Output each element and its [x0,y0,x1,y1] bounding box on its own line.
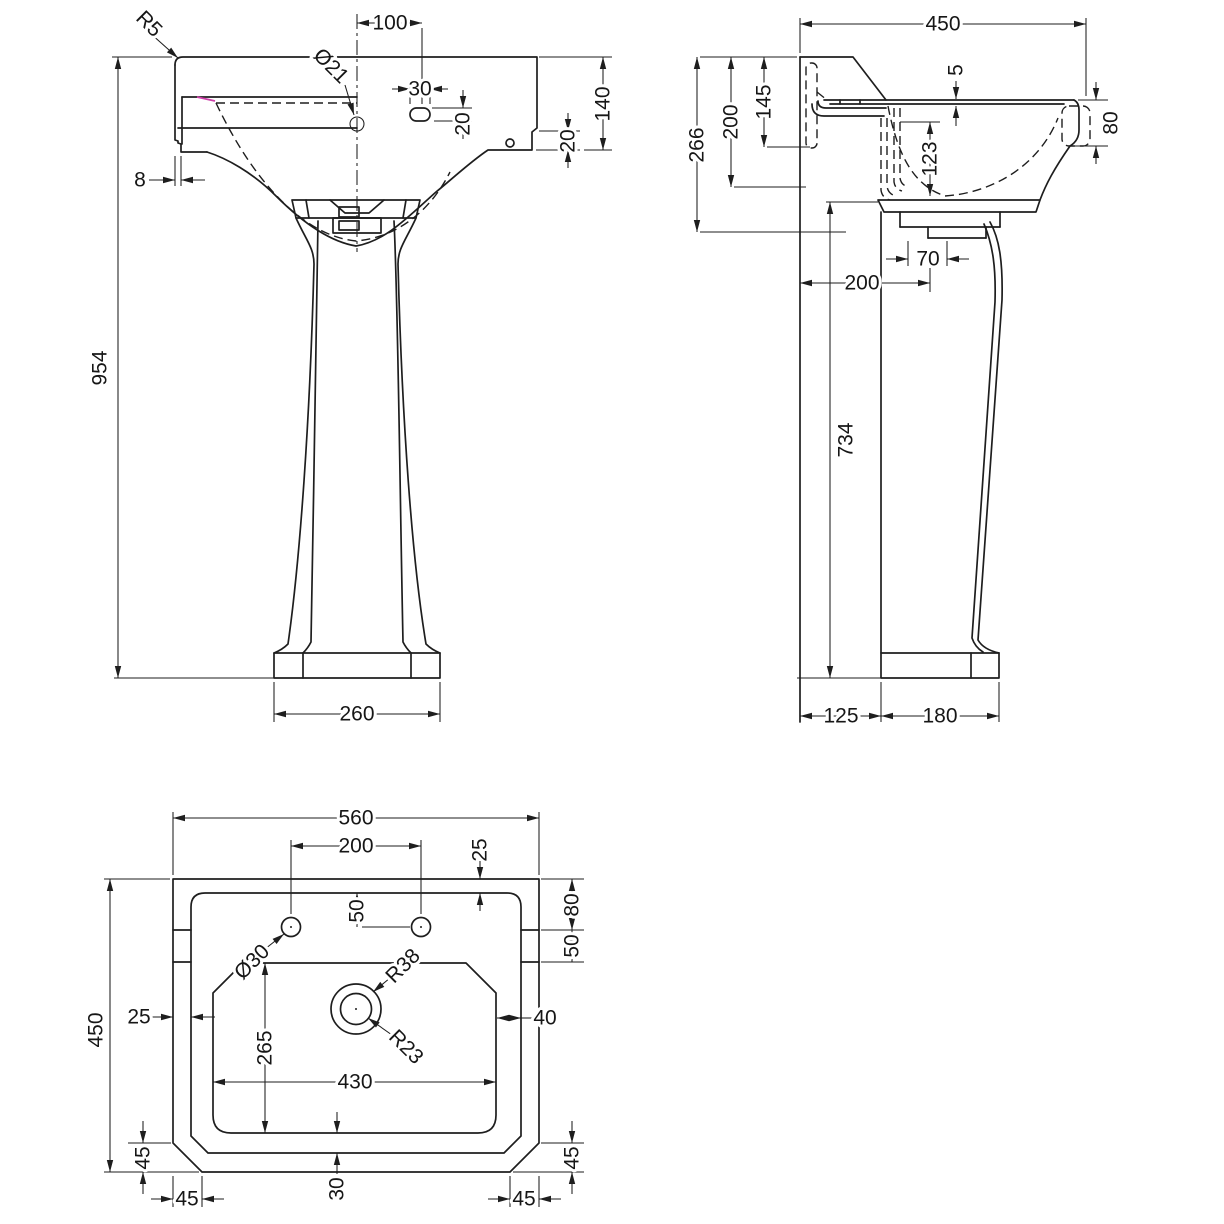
hidden-bowl-line [215,102,451,242]
dim-bracket-depth: 200 [720,104,743,139]
dim-bowl-depth: 123 [919,141,942,176]
back-bracket-section [805,62,909,201]
hidden-front-lug [1061,105,1091,147]
dim-overall-depth: 450 [925,13,960,36]
dim-overall-height: 954 [89,350,112,385]
taphole-left [280,916,302,938]
dim-edge-step: 20 [557,129,580,152]
dim-notch-offset: 80 [561,893,584,916]
overflow-slot [409,107,431,122]
taphole-right [410,916,432,938]
side-dimensions: 450 266 200 145 5 80 123 [683,10,1126,731]
dim-taphole-centres: 200 [338,835,373,858]
dim-taphole-offset: 100 [372,12,407,35]
dim-front-apron: 80 [1100,111,1123,134]
dim-notch-height: 50 [561,934,584,957]
dim-wall-offset: 125 [823,705,858,728]
dim-wall-thickness: 8 [134,169,146,192]
dim-overflow-width: 30 [408,78,431,101]
dim-rim-top: 25 [469,838,492,861]
dim-rim-right: 40 [533,1007,556,1030]
waste-hole-inner [339,992,373,1026]
highlight-artifact [196,96,216,102]
dim-outlet-centre: 200 [844,272,879,295]
dim-chamfer-left-v: 45 [132,1146,155,1169]
dim-rim-depth: 140 [592,86,615,121]
dim-bowl-width: 430 [337,1071,372,1094]
dim-rim-thickness: 5 [945,64,968,76]
dim-chamfer-right-v: 45 [561,1146,584,1169]
side-view: 450 266 200 145 5 80 123 [683,10,1126,731]
rim-outer-outline [172,878,540,1173]
dim-bottom-gap: 30 [326,1177,349,1200]
dim-rim-left: 25 [127,1006,150,1029]
dim-chamfer-right-h: 45 [512,1188,535,1211]
dim-chamfer-left-h: 45 [175,1188,198,1211]
chainstay-hole [505,138,515,148]
rim-inner-outline [190,892,522,1154]
dim-pedestal-height: 734 [835,422,858,457]
dim-bowl-depth-plan: 265 [254,1030,277,1065]
dim-back-recess: 145 [753,84,776,119]
dim-base-width: 260 [339,703,374,726]
dim-outlet-width: 70 [916,248,939,271]
waste-hole-outer [330,983,382,1035]
pedestal-front [273,199,441,679]
bowl-outline [212,962,497,1134]
dim-basin-depth-overall: 266 [686,127,709,162]
dim-base-depth: 180 [922,705,957,728]
dim-plan-width: 560 [338,807,373,830]
dim-taphole-setback: 50 [346,899,369,922]
dim-plan-depth: 450 [85,1012,108,1047]
dim-overflow-height: 20 [452,112,475,135]
